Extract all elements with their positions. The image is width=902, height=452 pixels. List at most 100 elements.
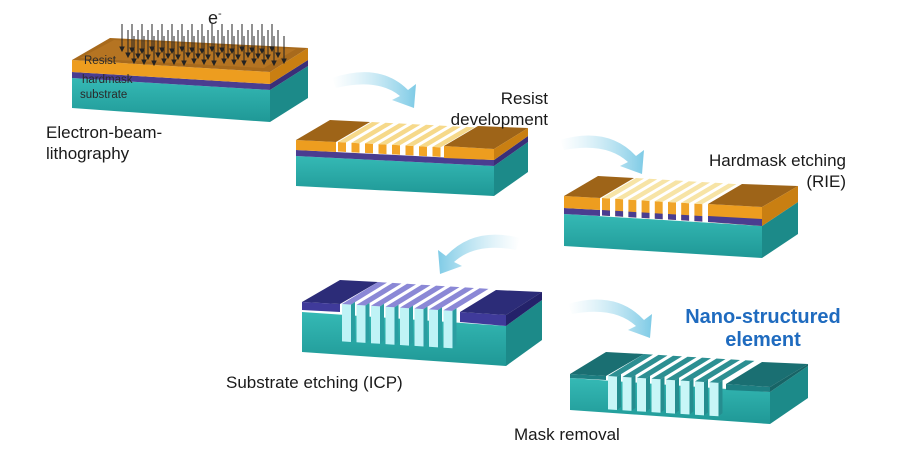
- block-resist-development: [296, 120, 528, 196]
- hm-stripe-top: [694, 183, 737, 205]
- substrate-layer-label: substrate: [80, 89, 128, 101]
- electron-arrow-head: [185, 52, 191, 59]
- sub-stripe-front: [342, 304, 351, 342]
- resist-stripe-front: [432, 146, 441, 157]
- sub-stripe-top: [371, 283, 416, 307]
- hm-stripe-side: [676, 201, 679, 220]
- sub-stripe-top: [443, 288, 489, 311]
- hm-stripe-top: [641, 180, 684, 201]
- block-hardmask-etching: [564, 176, 798, 258]
- electron-arrow-head: [255, 53, 261, 60]
- step-hardmask-etching-label: Hardmask etching (RIE): [708, 151, 846, 191]
- electron-arrow-head: [139, 48, 145, 55]
- electron-arrow-head: [141, 59, 147, 66]
- electron-arrow-head: [259, 48, 265, 55]
- electron-arrow-head: [221, 58, 227, 65]
- electron-arrow-head: [249, 47, 255, 54]
- process-arrow-2: [560, 135, 644, 174]
- hm-stripe-hardmask: [681, 214, 690, 221]
- electron-arrow-head: [181, 60, 187, 67]
- block-ebl: [72, 24, 308, 122]
- electron-arrow-head: [211, 60, 217, 67]
- electron-arrow-head: [229, 48, 235, 55]
- step-ebl-label: Electron-beam- lithography: [46, 123, 163, 163]
- sub-stripe-top: [429, 287, 474, 310]
- electron-arrow-head: [159, 47, 165, 54]
- electron-arrow-head: [209, 46, 215, 53]
- electron-arrow-head: [225, 53, 231, 60]
- resist-stripe-top: [338, 122, 380, 143]
- hm-stripe-top: [654, 181, 697, 202]
- final-stripe-top: [651, 356, 697, 380]
- electron-arrow-head: [199, 48, 205, 55]
- hm-stripe-hardmask: [641, 212, 650, 219]
- electron-arrow-head: [195, 53, 201, 60]
- electron-arrow-head: [119, 46, 125, 53]
- hm-stripe-side: [636, 198, 640, 218]
- sub-stripe-front: [429, 309, 438, 348]
- electron-arrow-head: [171, 59, 177, 66]
- final-stripe-front: [666, 379, 675, 414]
- electron-arrow-head: [149, 46, 155, 53]
- hm-stripe-side: [689, 201, 693, 221]
- electron-arrow-head: [129, 47, 135, 54]
- final-stripe-front: [637, 377, 646, 412]
- electron-arrow-head: [135, 53, 141, 60]
- hm-stripe-hardmask: [615, 210, 624, 217]
- sub-stripe-front: [400, 307, 409, 346]
- hm-stripe-side: [649, 199, 653, 219]
- electron-beam-arrows: [119, 24, 287, 67]
- final-stripe-front: [651, 378, 661, 413]
- block-mask-removal: [570, 352, 808, 424]
- process-arrow-3: [438, 234, 520, 274]
- sub-stripe-front: [443, 310, 453, 349]
- final-stripe-gap: [646, 375, 650, 412]
- sub-stripe-top: [356, 282, 402, 306]
- final-stripe-gap: [617, 374, 621, 410]
- sub-stripe-front: [385, 306, 395, 345]
- sub-stripe-front: [371, 305, 380, 344]
- resist-stripe-front: [365, 143, 373, 154]
- electron-arrow-head: [191, 58, 197, 65]
- electron-arrow-head: [271, 60, 277, 67]
- sub-stripe-top: [400, 285, 445, 309]
- hm-stripe-hardmask: [602, 210, 610, 216]
- sub-stripe-gap: [394, 304, 399, 345]
- electron-arrow-head: [235, 54, 241, 61]
- sub-stripe-gap: [452, 308, 457, 349]
- electron-arrow-head: [161, 58, 167, 65]
- electron-arrow-head: [205, 54, 211, 61]
- final-stripe-front: [695, 381, 704, 416]
- resist-stripe-top: [378, 124, 421, 145]
- electron-arrow-head: [175, 54, 181, 61]
- sub-stripe-front: [414, 308, 424, 347]
- resist-stripe-front: [338, 142, 346, 152]
- hm-stripe-hardmask: [654, 213, 663, 220]
- electron-arrow-head: [275, 52, 281, 59]
- final-stripe-gap: [689, 378, 694, 415]
- sub-stripe-top: [385, 284, 431, 308]
- electron-arrow-head: [231, 59, 237, 66]
- sub-stripe-gap: [423, 306, 428, 347]
- final-stripe-front: [622, 376, 632, 411]
- final-stripe-front: [608, 376, 617, 410]
- resist-stripe-front: [378, 144, 387, 155]
- sub-stripe-gap: [365, 302, 370, 343]
- electron-arrow-head: [131, 58, 137, 65]
- sub-stripe-top: [342, 282, 387, 305]
- hm-stripe-top: [602, 178, 644, 199]
- resist-stripe-top: [351, 122, 394, 144]
- electron-arrow-head: [239, 46, 245, 53]
- final-stripe-gap: [718, 380, 723, 417]
- electron-arrow-head: [145, 54, 151, 61]
- sub-stripe-gap: [409, 305, 413, 346]
- process-arrow-1: [332, 72, 416, 108]
- final-stripe-front: [709, 382, 719, 417]
- final-stripe-top: [637, 355, 682, 379]
- hardmask-layer-label: hardmask: [82, 74, 133, 86]
- electron-arrow-head: [269, 46, 275, 53]
- resist-stripe-top: [405, 125, 448, 146]
- sub-stripe-front: [356, 304, 366, 343]
- electron-label: e-: [208, 8, 222, 28]
- sub-stripe-gap: [380, 303, 384, 344]
